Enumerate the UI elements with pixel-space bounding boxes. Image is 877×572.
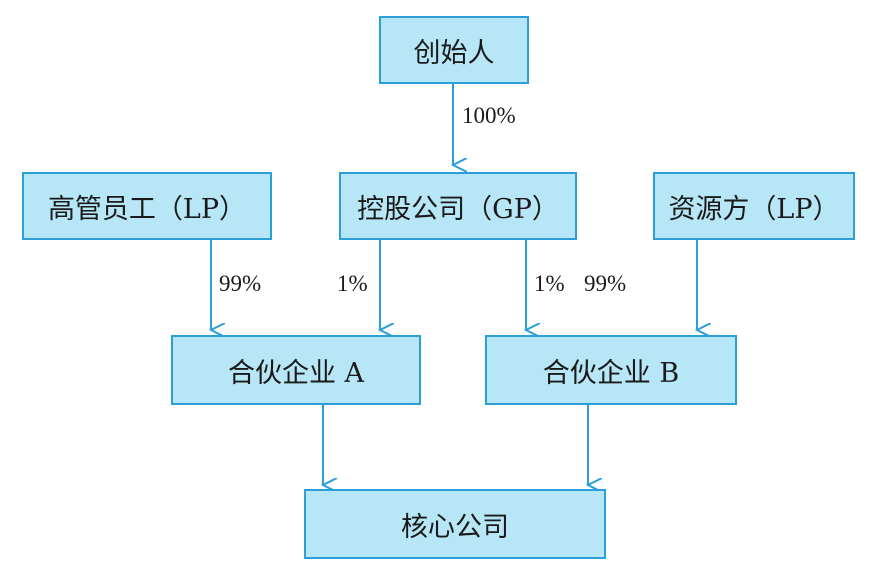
edge-label-resource-b: 99% (584, 271, 627, 296)
node-core-company: 核心公司 (304, 489, 606, 559)
node-partnership-b: 合伙企业 B (485, 335, 737, 405)
edge-label-holding-a: 1% (337, 271, 368, 296)
node-executives: 高管员工（LP） (22, 172, 272, 240)
edge-label-holding-b: 1% (534, 271, 565, 296)
node-holding-company: 控股公司（GP） (339, 172, 577, 240)
node-partnership-a: 合伙企业 A (171, 335, 421, 405)
node-resource-provider: 资源方（LP） (653, 172, 855, 240)
node-founder: 创始人 (379, 16, 529, 84)
edge-label-founder-holding: 100% (462, 103, 516, 128)
edge-label-executives-a: 99% (219, 271, 262, 296)
